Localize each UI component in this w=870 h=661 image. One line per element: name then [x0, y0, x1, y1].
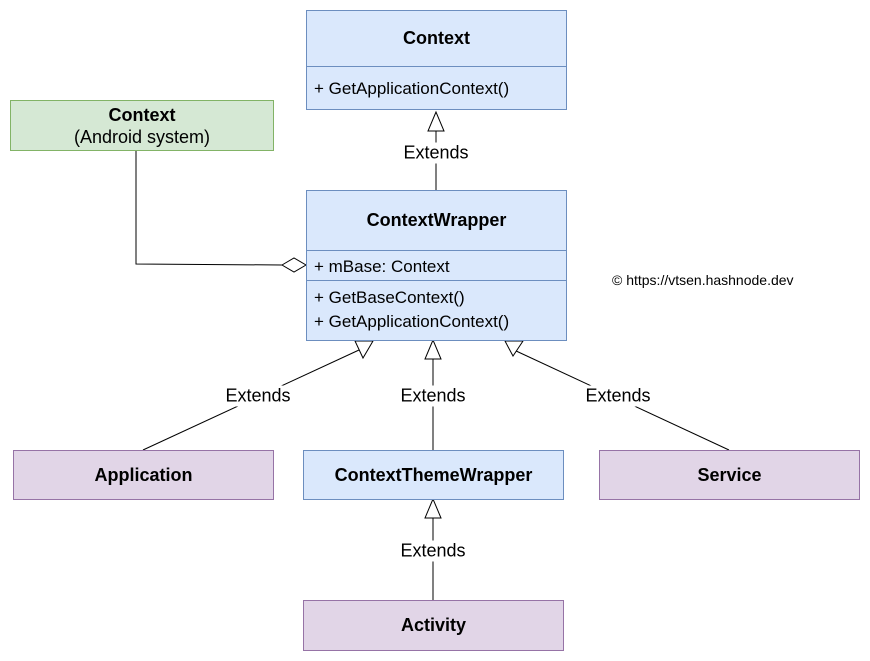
edge-label-service-to-wrapper: Extends [584, 385, 652, 407]
activity-class-name: Activity [400, 615, 467, 635]
service-class-name: Service [697, 464, 762, 485]
aggregation-diamond [281, 257, 307, 273]
inheritance-arrow-activity [424, 497, 442, 519]
context-wrapper-methods: + GetBaseContext() + GetApplicationConte… [307, 280, 566, 340]
edge-label-activity-to-theme: Extends [399, 540, 467, 562]
service-class[interactable]: Service [599, 450, 860, 500]
context-methods: + GetApplicationContext() [307, 66, 566, 109]
context-method: + GetApplicationContext() [314, 79, 510, 98]
application-class-name: Application [94, 464, 193, 485]
android-context-name: Context [108, 104, 176, 125]
android-context-subtitle: (Android system) [73, 126, 211, 147]
edge-label-wrapper-to-context: Extends [402, 142, 470, 164]
context-wrapper-fields: + mBase: Context [307, 250, 566, 280]
edge-aggregation [135, 151, 283, 266]
application-class[interactable]: Application [13, 450, 274, 500]
context-wrapper-field: + mBase: Context [314, 257, 450, 276]
context-wrapper-class[interactable]: ContextWrapper + mBase: Context + GetBas… [306, 190, 567, 341]
inheritance-arrow-context [427, 110, 445, 132]
context-wrapper-method: + GetBaseContext() [314, 288, 465, 307]
copyright-text: © https://vtsen.hashnode.dev [612, 272, 794, 288]
edge-label-theme-to-wrapper: Extends [399, 385, 467, 407]
context-wrapper-class-name: ContextWrapper [366, 210, 507, 230]
edge-label-application-to-wrapper: Extends [224, 385, 292, 407]
context-class[interactable]: Context + GetApplicationContext() [306, 10, 567, 110]
inheritance-arrow-theme [424, 338, 442, 360]
inheritance-arrow-service [504, 340, 524, 357]
context-class-name: Context [403, 28, 470, 48]
context-wrapper-method: + GetApplicationContext() [314, 312, 510, 331]
context-theme-wrapper-class-name: ContextThemeWrapper [334, 464, 533, 485]
android-context-box[interactable]: Context (Android system) [10, 100, 274, 151]
inheritance-arrow-application [354, 340, 374, 360]
context-theme-wrapper-class[interactable]: ContextThemeWrapper [303, 450, 564, 500]
activity-class[interactable]: Activity [303, 600, 564, 651]
